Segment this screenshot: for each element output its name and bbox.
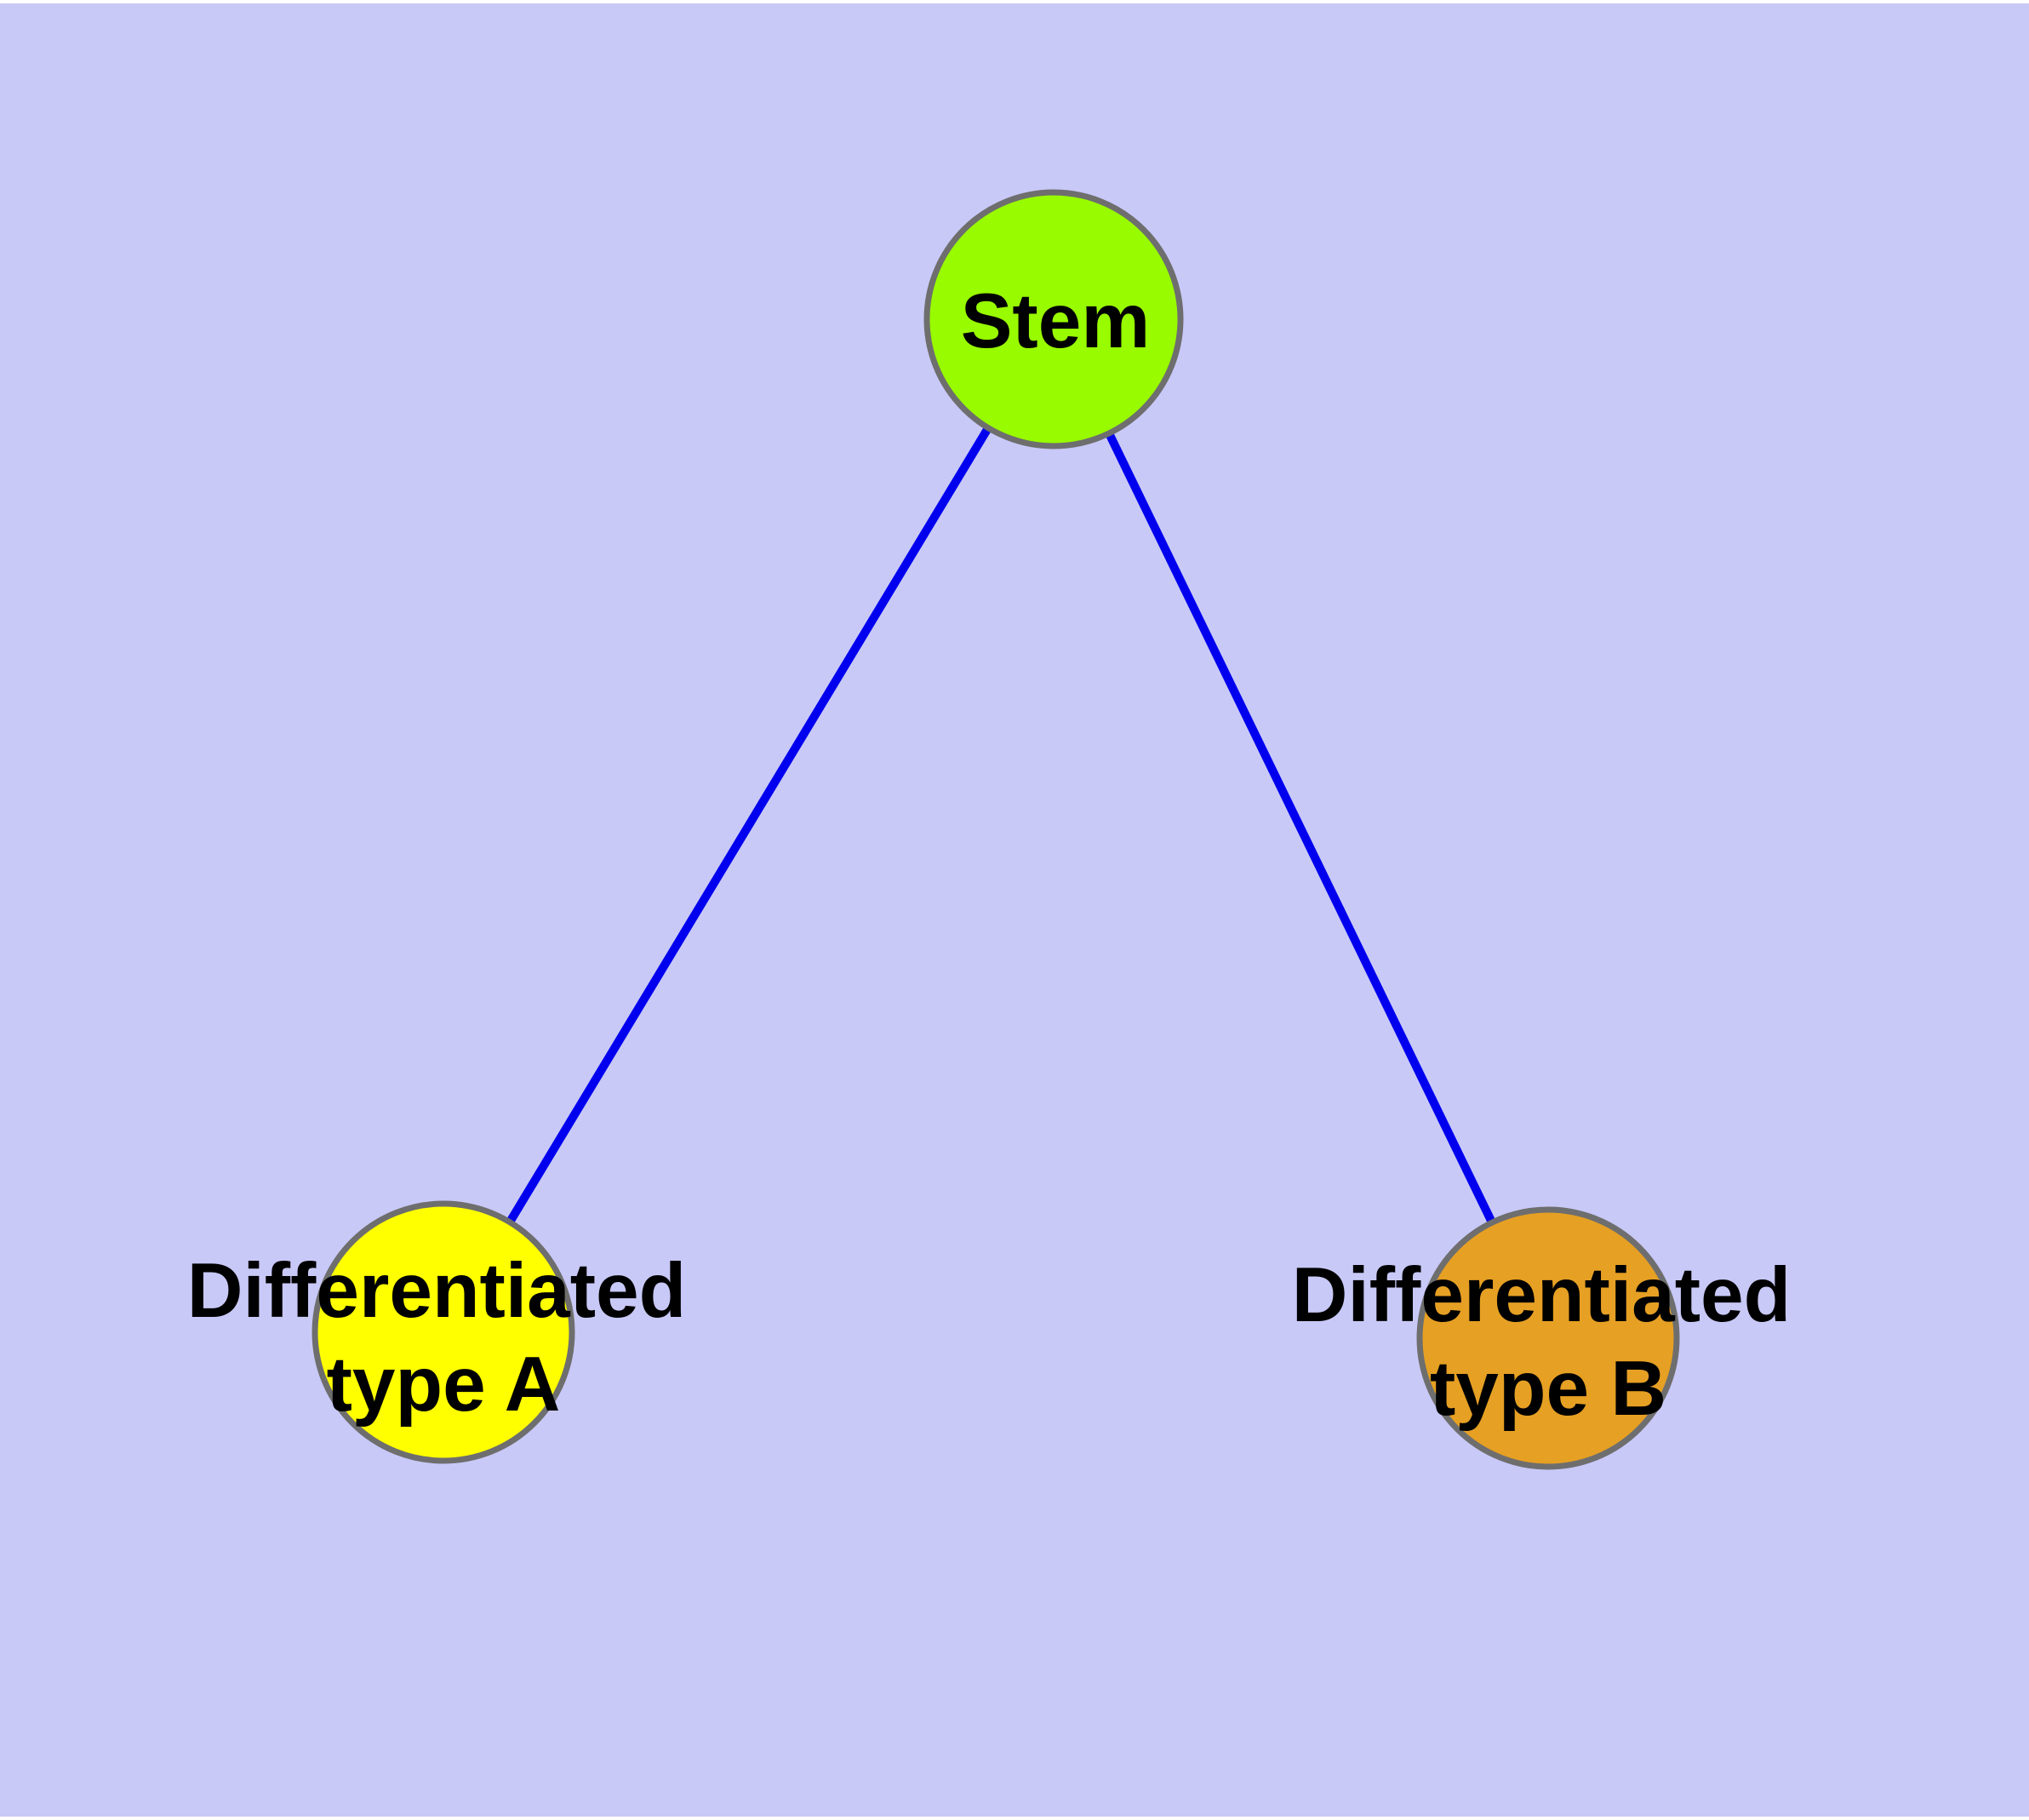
node-differentiated-type-b[interactable] — [1416, 1206, 1680, 1470]
node-differentiated-type-a-label-line2: type A — [327, 1342, 561, 1428]
node-differentiated-type-a-label-line1: Differentiated — [187, 1248, 687, 1334]
node-differentiated-type-b-label-line2: type B — [1430, 1346, 1666, 1432]
bottom-edge-strip — [0, 1817, 2029, 1820]
node-differentiated-type-a[interactable] — [311, 1200, 575, 1464]
node-stem-label: Stem — [961, 278, 1151, 364]
edge-stem-to-type-a[interactable] — [439, 317, 1058, 1335]
top-edge-strip — [0, 0, 2029, 3]
node-differentiated-type-b-label-line1: Differentiated — [1292, 1252, 1792, 1338]
node-stem[interactable] — [923, 189, 1184, 449]
edge-stem-to-type-b[interactable] — [1049, 317, 1552, 1341]
